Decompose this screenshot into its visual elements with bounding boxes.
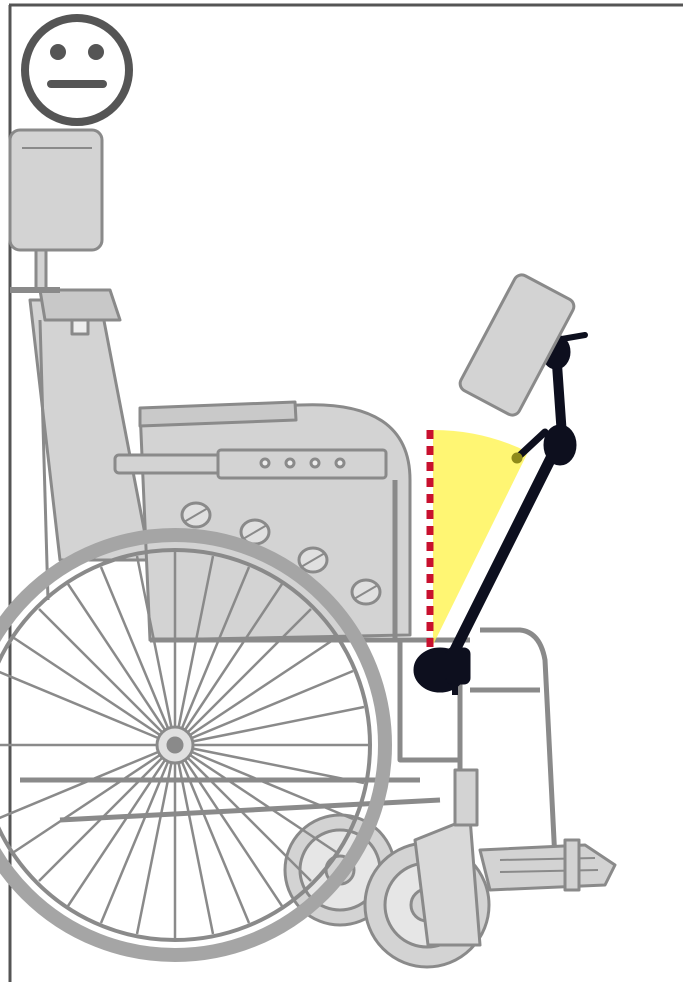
neutral-face-icon [25, 18, 129, 122]
armrest [115, 450, 386, 478]
footrest [480, 840, 615, 890]
headrest [10, 130, 102, 290]
wheelchair [0, 130, 615, 967]
seat-side-panel [140, 402, 410, 640]
